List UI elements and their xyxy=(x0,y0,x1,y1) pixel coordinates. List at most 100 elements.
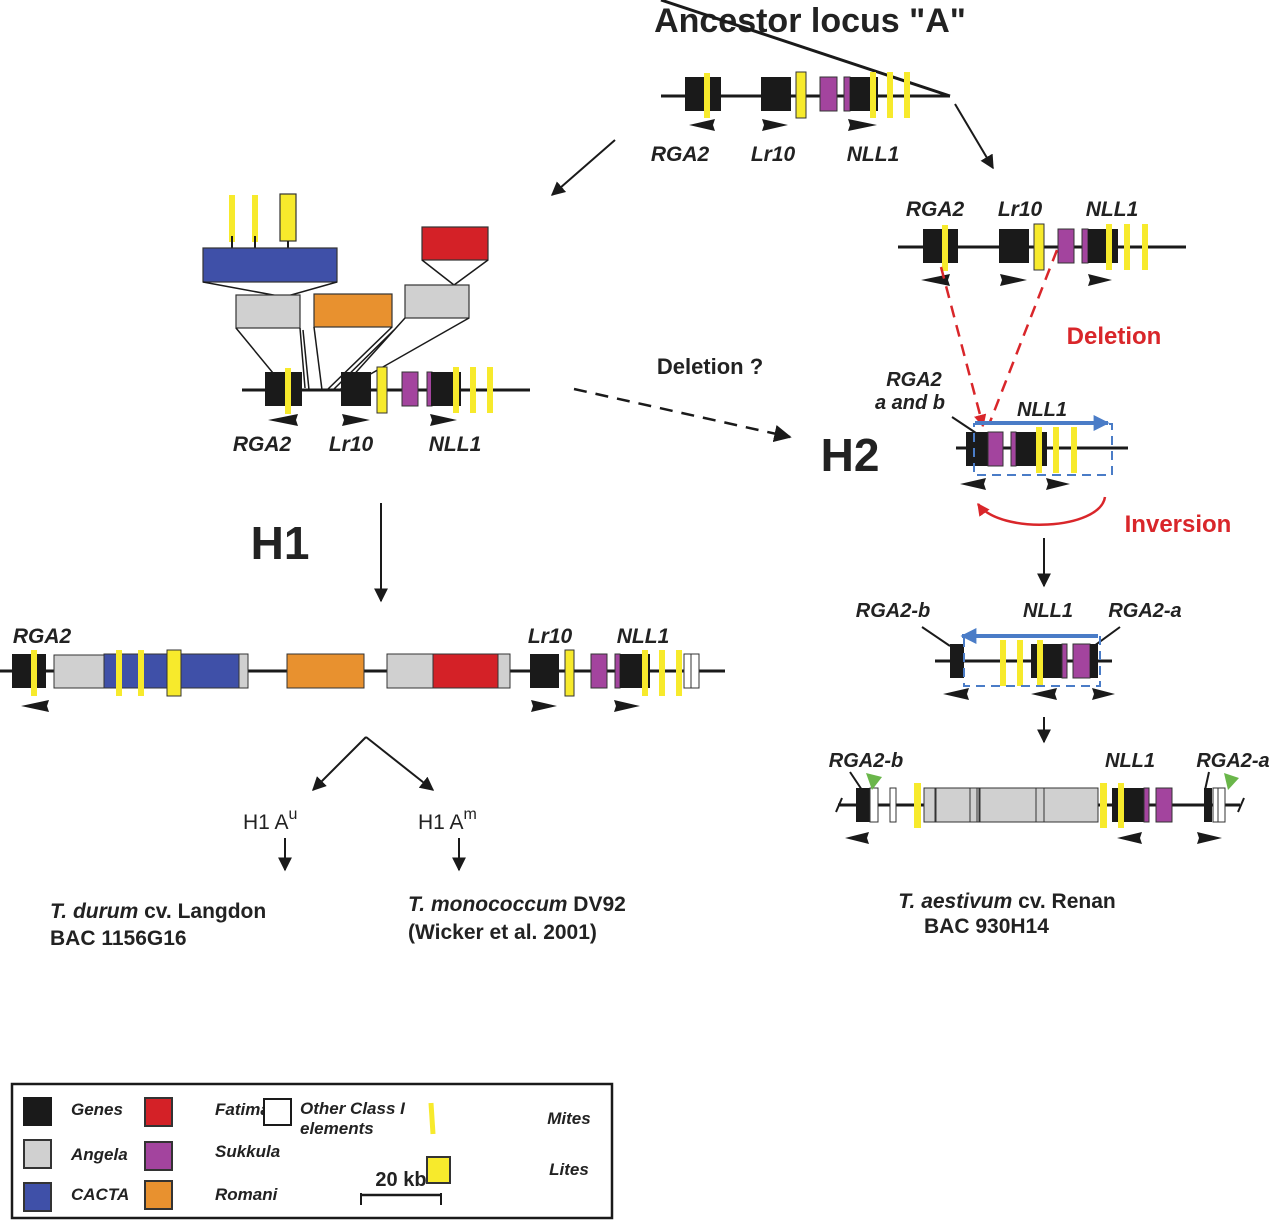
arrow-to-h1-precursor xyxy=(550,139,616,196)
legend-swatch-lites xyxy=(426,1156,451,1184)
arrow-left-icon xyxy=(1117,832,1142,844)
h1-am-branch: H1 Am T. monococcum DV92 (Wicker et al. … xyxy=(408,806,626,944)
gene-label-nll1: NLL1 xyxy=(847,143,900,166)
legend-label-sukkula: Sukkula xyxy=(215,1142,280,1161)
legend-swatch-romani xyxy=(144,1180,173,1210)
gene-lr10 xyxy=(761,77,791,111)
arrow-to-h1-au xyxy=(312,736,367,791)
arrow-left-icon xyxy=(943,688,969,700)
legend-label-romani: Romani xyxy=(215,1185,279,1204)
legend-swatch-cacta xyxy=(23,1182,52,1212)
legend: Genes Angela CACTA Fatima Sukkula Romani… xyxy=(10,1082,614,1220)
mite xyxy=(870,72,876,118)
angela-element xyxy=(935,787,971,823)
legend-label-other-2: elements xyxy=(300,1119,374,1138)
romani-element xyxy=(313,293,393,328)
arrow-right-icon xyxy=(614,700,640,712)
arrow-to-h1-am xyxy=(365,736,435,791)
gene-rga2a xyxy=(1204,788,1212,822)
arrow-right-icon xyxy=(762,119,788,131)
h1-locus: RGA2 Lr10 NLL1 xyxy=(0,625,725,712)
romani-element xyxy=(286,653,365,689)
gene-label-lr10: Lr10 xyxy=(329,433,374,456)
gene-rga2b xyxy=(950,644,964,678)
arrow-to-right-branch xyxy=(954,103,994,170)
marker-icon xyxy=(1224,773,1239,790)
inversion-box xyxy=(963,636,1101,687)
gene-label-lr10: Lr10 xyxy=(528,625,573,648)
gene-lr10 xyxy=(999,229,1029,263)
h1-am-label: H1 Am xyxy=(418,806,477,834)
legend-swatch-genes xyxy=(23,1097,52,1126)
sukkula xyxy=(401,371,419,407)
lite xyxy=(166,649,182,697)
lite xyxy=(376,366,388,414)
inversion-label: Inversion xyxy=(1125,511,1232,538)
h1-am-reference: (Wicker et al. 2001) xyxy=(408,921,597,944)
fatima-element xyxy=(432,653,499,689)
angela-element xyxy=(404,284,470,319)
sukkula xyxy=(1057,228,1075,264)
arrow-left-icon xyxy=(689,119,715,131)
gene-label-nll1: NLL1 xyxy=(429,433,482,456)
angela-element xyxy=(53,654,107,689)
rga2-ab-label: a and b xyxy=(875,392,945,414)
gene-label-nll1: NLL1 xyxy=(1105,750,1155,772)
nll1-label: NLL1 xyxy=(1017,399,1067,421)
arrow-left-icon xyxy=(21,700,49,712)
lite xyxy=(1033,223,1045,271)
gene-label-nll1: NLL1 xyxy=(1086,198,1139,221)
fatima-element xyxy=(421,226,489,261)
lite xyxy=(279,193,297,242)
h1-au-bac: BAC 1156G16 xyxy=(50,927,187,950)
gene-label-rga2b: RGA2-b xyxy=(829,750,903,772)
arrow-right-icon xyxy=(342,414,370,426)
scale-label: 20 kb xyxy=(375,1169,426,1191)
arrow-right-icon xyxy=(1197,832,1222,844)
legend-label-other: Other Class I xyxy=(300,1099,406,1118)
arrow-left-icon xyxy=(845,832,869,844)
inversion-box xyxy=(973,423,1113,476)
angela-element xyxy=(235,294,301,329)
gene-label-rga2: RGA2 xyxy=(233,433,292,456)
arrow-right-icon xyxy=(1088,274,1112,286)
gene-rga2a xyxy=(1090,644,1098,678)
dashed-arrow-to-h2 xyxy=(573,387,792,443)
legend-box xyxy=(10,1082,614,1220)
gene-nll1 xyxy=(1016,432,1047,466)
gene-nll1 xyxy=(1112,788,1144,822)
legend-swatch-sukkula xyxy=(144,1141,173,1171)
gene-lr10 xyxy=(341,372,371,406)
deletion-question-label: Deletion ? xyxy=(657,354,763,379)
gene-label-nll1: NLL1 xyxy=(617,625,670,648)
rga2-label: RGA2 xyxy=(886,369,942,391)
sukkula xyxy=(843,76,851,112)
arrow-left-icon xyxy=(960,478,986,490)
lite xyxy=(795,71,807,119)
gene-label-nll1: NLL1 xyxy=(1023,600,1073,622)
gene-label-lr10: Lr10 xyxy=(751,143,796,166)
legend-swatch-angela xyxy=(23,1139,52,1169)
other-class-i xyxy=(683,653,692,689)
final-species-label: T. aestivum cv. Renan xyxy=(898,890,1115,913)
gene-label-rga2a: RGA2-a xyxy=(1196,750,1269,772)
h1-au-branch: H1 Au T. durum cv. Langdon BAC 1156G16 xyxy=(50,806,297,950)
h1-au-label: H1 Au xyxy=(243,806,297,834)
arrow-left-icon xyxy=(268,414,298,426)
gene-label-rga2: RGA2 xyxy=(13,625,72,648)
diagram-title: Ancestor locus "A" xyxy=(654,2,966,40)
gene-rga2 xyxy=(685,77,721,111)
angela-element xyxy=(979,787,1037,823)
legend-label-genes: Genes xyxy=(71,1100,123,1119)
sukkula xyxy=(987,431,1004,467)
lite xyxy=(564,649,575,697)
h1-label: H1 xyxy=(251,517,310,569)
deletion-line xyxy=(988,249,1059,423)
angela-element xyxy=(386,653,434,689)
gene-rga2 xyxy=(265,372,302,406)
right-branch-locus: RGA2 Lr10 NLL1 xyxy=(898,198,1186,286)
deletion-label: Deletion xyxy=(1067,323,1162,350)
chromosome-line xyxy=(660,0,951,98)
inverted-locus: RGA2-b NLL1 RGA2-a xyxy=(856,600,1182,700)
